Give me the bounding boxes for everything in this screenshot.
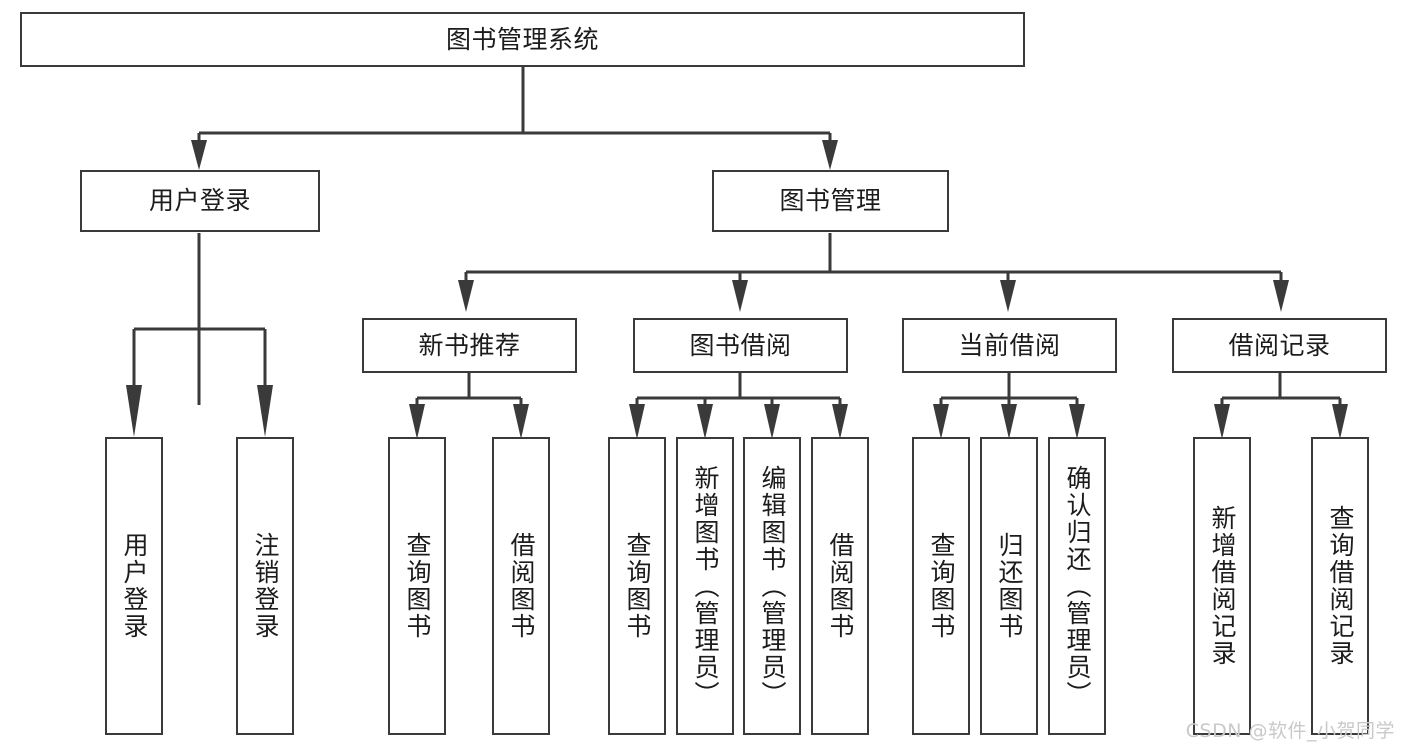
node-root-book-management-system[interactable]: 图书管理系统 <box>20 12 1025 67</box>
leaf-query-book-borrow[interactable]: 查询图书 <box>608 437 666 735</box>
leaf-user-login[interactable]: 用户登录 <box>105 437 163 735</box>
arrow-currentborrow-l1 <box>933 404 949 439</box>
arrow-currentborrow-l3 <box>1069 404 1085 439</box>
arrow-bookborrow-l4 <box>832 404 848 439</box>
leaf-confirm-return-admin[interactable]: 确认归还（管理员） <box>1048 437 1106 735</box>
arrow-bookborrow-l2 <box>697 404 713 439</box>
csdn-watermark: CSDN @软件_小贺同学 <box>1185 720 1395 742</box>
leaf-borrow-book-new-recommend[interactable]: 借阅图书 <box>492 437 550 735</box>
leaf-logout-login[interactable]: 注销登录 <box>236 437 294 735</box>
arrow-borrowrecord-l1 <box>1214 404 1230 439</box>
arrow-newbook-l1 <box>409 404 425 439</box>
node-borrow-record[interactable]: 借阅记录 <box>1172 318 1387 373</box>
node-book-borrow[interactable]: 图书借阅 <box>633 318 848 373</box>
leaf-borrow-book-borrow[interactable]: 借阅图书 <box>811 437 869 735</box>
arrow-newbook-l2 <box>513 404 529 439</box>
leaf-query-book-current[interactable]: 查询图书 <box>912 437 970 735</box>
arrow-bookborrow-l1 <box>629 404 645 439</box>
node-book-management[interactable]: 图书管理 <box>712 170 949 232</box>
leaf-return-book[interactable]: 归还图书 <box>980 437 1038 735</box>
leaf-query-borrow-record[interactable]: 查询借阅记录 <box>1311 437 1369 735</box>
arrow-bookborrow-l3 <box>764 404 780 439</box>
arrow-bookmgmt-c3 <box>1000 280 1016 312</box>
arrow-bookmgmt-c2 <box>732 280 748 312</box>
leaf-add-borrow-record[interactable]: 新增借阅记录 <box>1193 437 1251 735</box>
arrowheads <box>126 140 1348 439</box>
arrow-bookmgmt-c4 <box>1273 280 1289 312</box>
arrow-to-book-management <box>822 140 838 170</box>
arrow-userlogin-l1 <box>126 385 142 437</box>
leaf-edit-book-admin[interactable]: 编辑图书（管理员） <box>743 437 801 735</box>
node-current-borrow[interactable]: 当前借阅 <box>902 318 1117 373</box>
arrow-to-user-login <box>191 140 207 170</box>
arrow-borrowrecord-l2 <box>1332 404 1348 439</box>
node-new-book-recommend[interactable]: 新书推荐 <box>362 318 577 373</box>
arrow-userlogin-l2 <box>257 385 273 437</box>
node-user-login[interactable]: 用户登录 <box>80 170 320 232</box>
arrow-bookmgmt-c1 <box>458 280 474 312</box>
leaf-add-book-admin[interactable]: 新增图书（管理员） <box>676 437 734 735</box>
arrow-currentborrow-l2 <box>1001 404 1017 439</box>
leaf-query-book-new-recommend[interactable]: 查询图书 <box>388 437 446 735</box>
